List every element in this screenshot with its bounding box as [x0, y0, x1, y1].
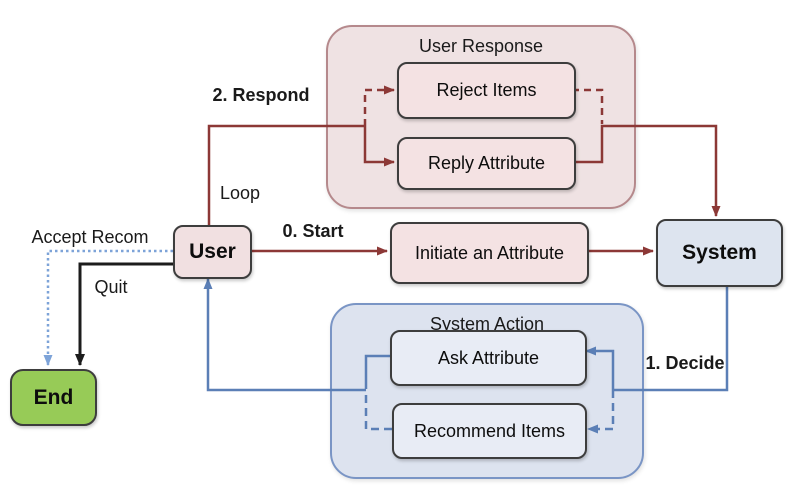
accept-recom-edge-label: Accept Recom	[31, 227, 149, 247]
quit-edge-label: Quit	[94, 277, 128, 297]
edge-quit	[75, 262, 173, 366]
edge-reply-in	[363, 126, 395, 167]
recommend-items-node: Recommend Items	[392, 403, 587, 459]
edge-ask-out	[364, 354, 390, 389]
user-node: User	[173, 225, 252, 279]
edge-ask-in	[585, 346, 615, 390]
loop-edge-label: Loop	[219, 183, 261, 203]
decide-edge-label: 1. Decide	[645, 353, 725, 373]
edge-action-to-user	[203, 278, 366, 392]
system-action-title: System Action	[429, 314, 545, 334]
respond-edge-label: 2. Respond	[212, 85, 310, 105]
user-response-title: User Response	[418, 36, 544, 56]
initiate-attribute-node: Initiate an Attribute	[390, 222, 589, 284]
edge-reply-out-to-system	[572, 124, 721, 217]
edge-decide-stem	[613, 283, 729, 392]
reject-items-node: Reject Items	[397, 62, 576, 119]
edge-recommend-out	[364, 392, 392, 431]
edge-reject-in	[363, 85, 395, 126]
ask-attribute-node: Ask Attribute	[390, 330, 587, 386]
edge-recommend-in	[587, 390, 615, 434]
system-node: System	[656, 219, 783, 287]
edge-reject-out	[572, 88, 604, 124]
reply-attribute-node: Reply Attribute	[397, 137, 576, 190]
start-edge-label: 0. Start	[282, 221, 344, 241]
edge-respond-stem	[207, 124, 365, 225]
edge-accept-recom	[43, 249, 173, 366]
end-node: End	[10, 369, 97, 426]
